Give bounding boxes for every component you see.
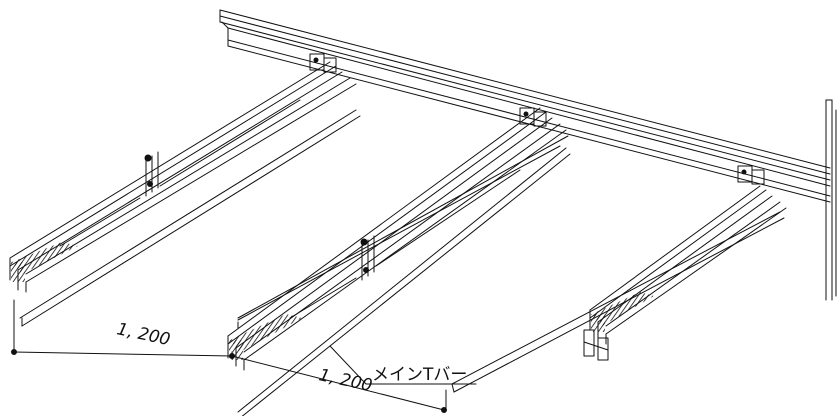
main-tbar-right	[451, 185, 787, 393]
junction-clips	[309, 53, 765, 185]
main-tbar-left	[9, 61, 361, 327]
dimension-label-2: 1, 200	[317, 365, 374, 396]
dimension-label-1: 1, 200	[115, 319, 172, 350]
main-tbar-label: メインTバー	[372, 365, 467, 385]
main-tbar-middle	[227, 107, 571, 416]
label-leader-line	[329, 345, 477, 385]
wall-angle	[825, 99, 837, 301]
dimension-lines	[11, 299, 447, 413]
